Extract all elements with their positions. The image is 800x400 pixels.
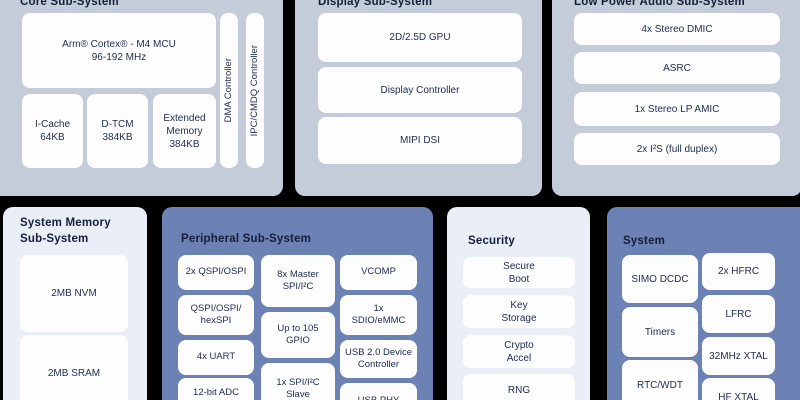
rtc-wdt-box: RTC/WDT: [622, 360, 698, 400]
memory-subsystem-block: System Memory Sub-System 2MB NVM 2MB SRA…: [3, 207, 147, 400]
security-block: Security Secure Boot Key Storage Crypto …: [447, 207, 590, 400]
display-controller-box: Display Controller: [318, 67, 522, 113]
i2s-box: 2x I²S (full duplex): [574, 133, 780, 165]
gpu-box: 2D/2.5D GPU: [318, 13, 522, 62]
extended-memory-box: Extended Memory 384KB: [153, 94, 216, 168]
audio-subsystem-title: Low Power Audio Sub-System: [574, 0, 745, 8]
system-title: System: [623, 235, 666, 247]
dma-controller-box: DMA Controller: [220, 13, 238, 168]
system-block: System SIMO DCDC Timers RTC/WDT 2x HFRC …: [607, 207, 800, 400]
usb-device-box: USB 2.0 Device Controller: [340, 340, 417, 378]
mcu-box: Arm® Cortex® - M4 MCU 96-192 MHz: [22, 13, 216, 88]
spi-slave-box: 1x SPI/I²C Slave: [261, 363, 335, 400]
lfrc-box: LFRC: [702, 295, 775, 333]
timers-box: Timers: [622, 307, 698, 357]
crypto-accel-box: Crypto Accel: [463, 335, 575, 368]
qspi-ospi-box: 2x QSPI/OSPI: [178, 255, 254, 290]
key-storage-box: Key Storage: [463, 295, 575, 328]
sram-box: 2MB SRAM: [20, 335, 128, 400]
security-title: Security: [468, 235, 515, 247]
icache-box: I-Cache 64KB: [22, 94, 83, 168]
vcomp-box: VCOMP: [340, 255, 417, 290]
dtcm-box: D-TCM 384KB: [87, 94, 148, 168]
master-spi-box: 8x Master SPI/I²C: [261, 255, 335, 307]
mipi-dsi-box: MIPI DSI: [318, 117, 522, 164]
rng-box: RNG: [463, 374, 575, 400]
gpio-box: Up to 105 GPIO: [261, 312, 335, 358]
dma-controller-label: DMA Controller: [222, 58, 234, 123]
simo-dcdc-box: SIMO DCDC: [622, 255, 698, 303]
audio-subsystem-block: Low Power Audio Sub-System 4x Stereo DMI…: [552, 0, 800, 196]
ipc-cmdq-controller-label: IPC/CMDQ Controller: [248, 44, 260, 137]
display-subsystem-title: Display Sub-System: [318, 0, 433, 8]
core-subsystem-block: Core Sub-System Arm® Cortex® - M4 MCU 96…: [0, 0, 283, 196]
sdio-emmc-box: 1x SDIO/eMMC: [340, 295, 417, 335]
hfrc-box: 2x HFRC: [702, 253, 775, 290]
peripheral-subsystem-block: Peripheral Sub-System 2x QSPI/OSPI QSPI/…: [162, 207, 433, 400]
core-subsystem-title: Core Sub-System: [20, 0, 119, 8]
ipc-cmdq-controller-box: IPC/CMDQ Controller: [246, 13, 264, 168]
peripheral-subsystem-title: Peripheral Sub-System: [181, 233, 312, 245]
xtal-32mhz-box: 32MHz XTAL: [702, 337, 775, 375]
stereo-dmic-box: 4x Stereo DMIC: [574, 13, 780, 45]
uart-box: 4x UART: [178, 340, 254, 375]
nvm-box: 2MB NVM: [20, 255, 128, 332]
usb-phy-box: USB PHY: [340, 383, 417, 400]
display-subsystem-block: Display Sub-System 2D/2.5D GPU Display C…: [295, 0, 542, 196]
adc-box: 12-bit ADC GP VCOMP: [178, 378, 254, 400]
hf-xtal-box: HF XTAL: [702, 378, 775, 400]
secure-boot-box: Secure Boot: [463, 257, 575, 288]
lp-amic-box: 1x Stereo LP AMIC: [574, 92, 780, 126]
hexspi-box: QSPI/OSPI/ hexSPI: [178, 295, 254, 335]
asrc-box: ASRC: [574, 52, 780, 84]
memory-subsystem-title: System Memory Sub-System: [20, 217, 111, 245]
